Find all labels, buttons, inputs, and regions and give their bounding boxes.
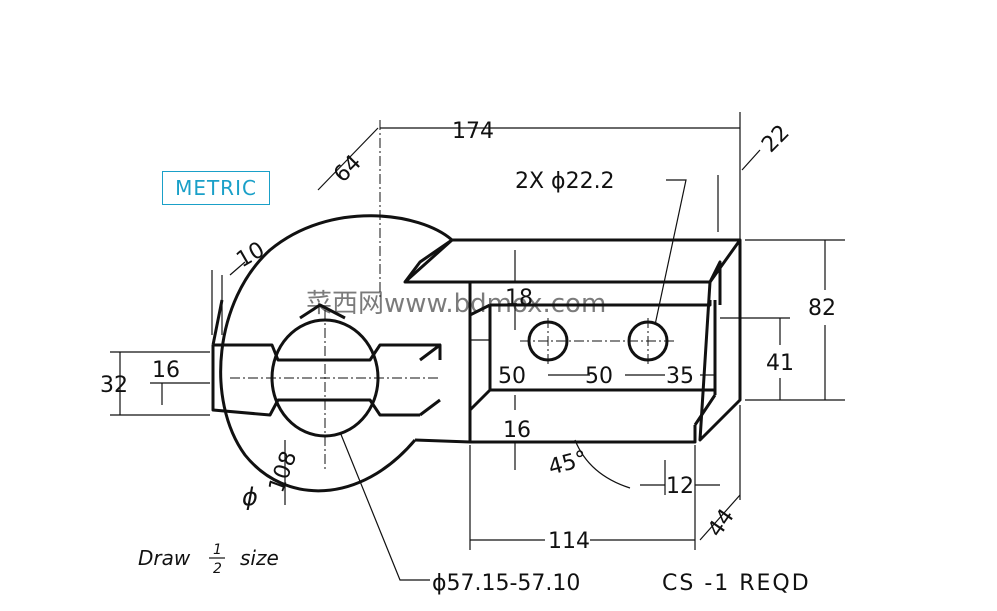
dim-41: 41 <box>766 351 794 376</box>
scale-note: Draw 1 2 size <box>138 542 279 577</box>
callouts: 2X ϕ22.2 ϕ57.15-57.10 CS -1 REQD <box>432 169 811 596</box>
scale-denominator: 2 <box>213 561 222 577</box>
bore-callout: ϕ57.15-57.10 <box>432 571 580 596</box>
dim-32: 32 <box>100 373 128 398</box>
dim-35: 35 <box>666 364 694 389</box>
dim-82: 82 <box>808 296 836 321</box>
scale-numerator: 1 <box>213 542 222 558</box>
dim-angle-45: 45° <box>546 446 590 480</box>
center-lines <box>230 120 675 470</box>
dimension-labels: 174 64 22 10 82 41 16 32 18 50 50 35 16 … <box>100 119 836 554</box>
dim-174: 174 <box>452 119 494 144</box>
dim-114: 114 <box>548 529 590 554</box>
dim-50-horizontal: 50 <box>585 364 613 389</box>
scale-suffix: size <box>240 546 279 570</box>
diameter-symbol-108: ϕ <box>242 483 258 511</box>
dim-44: 44 <box>703 505 740 542</box>
dim-16-bottom: 16 <box>503 418 531 443</box>
dim-50-vertical: 50 <box>498 364 526 389</box>
dim-18: 18 <box>505 286 533 311</box>
dimension-lines <box>110 112 845 581</box>
metric-label-box: METRIC <box>162 171 270 205</box>
holes-callout: 2X ϕ22.2 <box>515 169 615 194</box>
scale-prefix: Draw <box>138 546 191 570</box>
dim-64: 64 <box>329 150 366 187</box>
material-note: CS -1 REQD <box>662 571 811 596</box>
part-outline <box>211 214 742 493</box>
dim-22: 22 <box>757 120 794 157</box>
dim-16-left: 16 <box>152 358 180 383</box>
metric-label: METRIC <box>175 176 257 200</box>
dim-12: 12 <box>666 474 694 499</box>
watermark: 菜西网www.bdmox.com <box>306 289 606 319</box>
